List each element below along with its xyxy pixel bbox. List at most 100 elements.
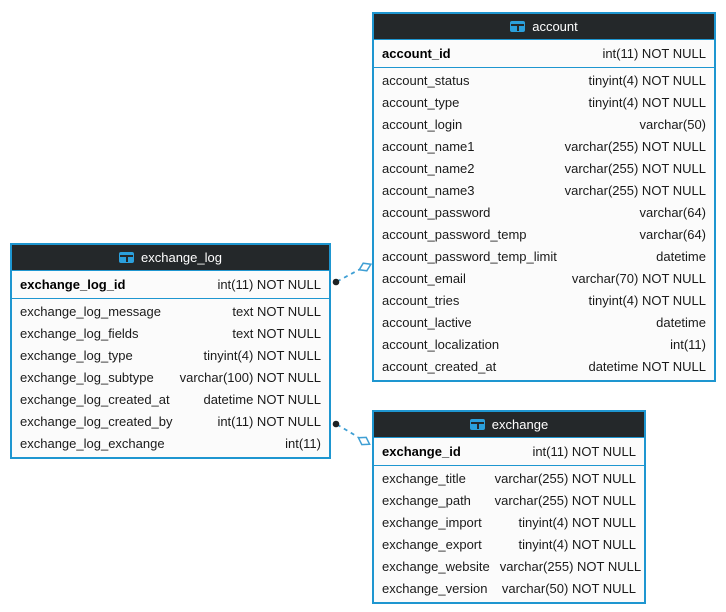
column-type: varchar(100) NOT NULL xyxy=(179,370,321,385)
column-row-pk: exchange_log_id int(11) NOT NULL xyxy=(12,273,329,296)
column-type: varchar(255) NOT NULL xyxy=(499,559,642,574)
table-exchange[interactable]: exchange exchange_id int(11) NOT NULL ex… xyxy=(372,410,646,604)
table-account-header[interactable]: account xyxy=(374,14,714,40)
column-name: exchange_import xyxy=(382,515,482,530)
column-type: int(11) NOT NULL xyxy=(217,277,321,292)
column-row: exchange_export tinyint(4) NOT NULL xyxy=(374,534,644,556)
column-row: exchange_log_message text NOT NULL xyxy=(12,301,329,323)
column-type: varchar(255) NOT NULL xyxy=(564,161,706,176)
relationship-dot-marker xyxy=(332,420,340,428)
column-name: account_status xyxy=(382,73,470,88)
column-name: account_name2 xyxy=(382,161,475,176)
column-row: exchange_log_fields text NOT NULL xyxy=(12,323,329,345)
table-exchange-log-pk-section: exchange_log_id int(11) NOT NULL xyxy=(12,271,329,299)
column-row: exchange_title varchar(255) NOT NULL xyxy=(374,468,644,490)
column-row: account_name1 varchar(255) NOT NULL xyxy=(374,136,714,158)
table-exchange-header[interactable]: exchange xyxy=(374,412,644,438)
column-name: exchange_log_id xyxy=(20,277,126,292)
column-row: exchange_website varchar(255) NOT NULL xyxy=(374,556,644,578)
column-type: datetime NOT NULL xyxy=(203,392,321,407)
column-name: exchange_id xyxy=(382,444,461,459)
column-name: exchange_log_subtype xyxy=(20,370,154,385)
relationship-dot-marker xyxy=(332,278,340,286)
column-row: account_type tinyint(4) NOT NULL xyxy=(374,92,714,114)
column-name: exchange_version xyxy=(382,581,488,596)
column-name: exchange_website xyxy=(382,559,490,574)
table-exchange-log[interactable]: exchange_log exchange_log_id int(11) NOT… xyxy=(10,243,331,459)
column-row: exchange_path varchar(255) NOT NULL xyxy=(374,490,644,512)
column-name: exchange_title xyxy=(382,471,466,486)
column-row: account_localization int(11) xyxy=(374,334,714,356)
column-name: account_email xyxy=(382,271,466,286)
column-name: account_localization xyxy=(382,337,500,352)
table-title: exchange_log xyxy=(141,250,222,265)
column-name: exchange_log_type xyxy=(20,348,133,363)
column-type: int(11) NOT NULL xyxy=(217,414,321,429)
table-exchange-log-header[interactable]: exchange_log xyxy=(12,245,329,271)
column-name: account_tries xyxy=(382,293,460,308)
relationship-diamond-marker xyxy=(357,436,371,446)
column-type: varchar(255) NOT NULL xyxy=(564,183,706,198)
column-type: varchar(50) NOT NULL xyxy=(501,581,636,596)
relationship-exchange-log-exchange[interactable] xyxy=(332,420,371,446)
column-type: varchar(64) xyxy=(639,205,706,220)
column-name: account_name1 xyxy=(382,139,475,154)
table-account[interactable]: account account_id int(11) NOT NULL acco… xyxy=(372,12,716,382)
column-row-pk: account_id int(11) NOT NULL xyxy=(374,42,714,65)
relationship-exchange-log-account[interactable] xyxy=(332,262,373,286)
column-row: exchange_log_created_by int(11) NOT NULL xyxy=(12,411,329,433)
column-row: exchange_log_exchange int(11) xyxy=(12,433,329,455)
column-row: account_password varchar(64) xyxy=(374,202,714,224)
column-name: account_id xyxy=(382,46,451,61)
column-name: account_password_temp_limit xyxy=(382,249,557,264)
column-row: account_password_temp_limit datetime xyxy=(374,246,714,268)
column-type: varchar(255) NOT NULL xyxy=(494,471,636,486)
relationship-diamond-marker xyxy=(357,262,373,272)
column-name: account_password xyxy=(382,205,491,220)
column-name: exchange_log_message xyxy=(20,304,161,319)
column-type: varchar(255) NOT NULL xyxy=(564,139,706,154)
column-type: int(11) xyxy=(285,436,321,451)
column-name: exchange_log_created_at xyxy=(20,392,170,407)
table-exchange-columns: exchange_title varchar(255) NOT NULL exch… xyxy=(374,466,644,602)
column-row: exchange_log_created_at datetime NOT NULL xyxy=(12,389,329,411)
table-account-pk-section: account_id int(11) NOT NULL xyxy=(374,40,714,68)
column-type: int(11) NOT NULL xyxy=(532,444,636,459)
relationship-line[interactable] xyxy=(336,423,359,438)
column-row: account_name2 varchar(255) NOT NULL xyxy=(374,158,714,180)
column-type: int(11) xyxy=(670,337,706,352)
column-type: tinyint(4) NOT NULL xyxy=(203,348,321,363)
column-name: exchange_log_created_by xyxy=(20,414,173,429)
column-row: exchange_log_subtype varchar(100) NOT NUL… xyxy=(12,367,329,389)
column-row-pk: exchange_id int(11) NOT NULL xyxy=(374,440,644,463)
column-row: exchange_log_type tinyint(4) NOT NULL xyxy=(12,345,329,367)
table-title: exchange xyxy=(491,417,549,432)
column-type: tinyint(4) NOT NULL xyxy=(588,95,706,110)
relationship-line[interactable] xyxy=(336,268,360,283)
table-exchange-pk-section: exchange_id int(11) NOT NULL xyxy=(374,438,644,466)
column-type: int(11) NOT NULL xyxy=(602,46,706,61)
column-type: datetime xyxy=(656,249,706,264)
column-name: exchange_path xyxy=(382,493,471,508)
table-icon xyxy=(510,21,526,32)
column-type: tinyint(4) NOT NULL xyxy=(588,293,706,308)
column-type: text NOT NULL xyxy=(232,326,321,341)
column-name: exchange_export xyxy=(382,537,482,552)
column-type: varchar(255) NOT NULL xyxy=(494,493,636,508)
column-row: exchange_version varchar(50) NOT NULL xyxy=(374,578,644,600)
column-name: exchange_log_fields xyxy=(20,326,139,341)
column-type: tinyint(4) NOT NULL xyxy=(518,537,636,552)
table-account-columns: account_status tinyint(4) NOT NULL accoun… xyxy=(374,68,714,380)
column-type: tinyint(4) NOT NULL xyxy=(588,73,706,88)
column-name: account_lactive xyxy=(382,315,472,330)
column-name: account_created_at xyxy=(382,359,497,374)
column-type: text NOT NULL xyxy=(232,304,321,319)
column-name: exchange_log_exchange xyxy=(20,436,165,451)
column-name: account_type xyxy=(382,95,460,110)
